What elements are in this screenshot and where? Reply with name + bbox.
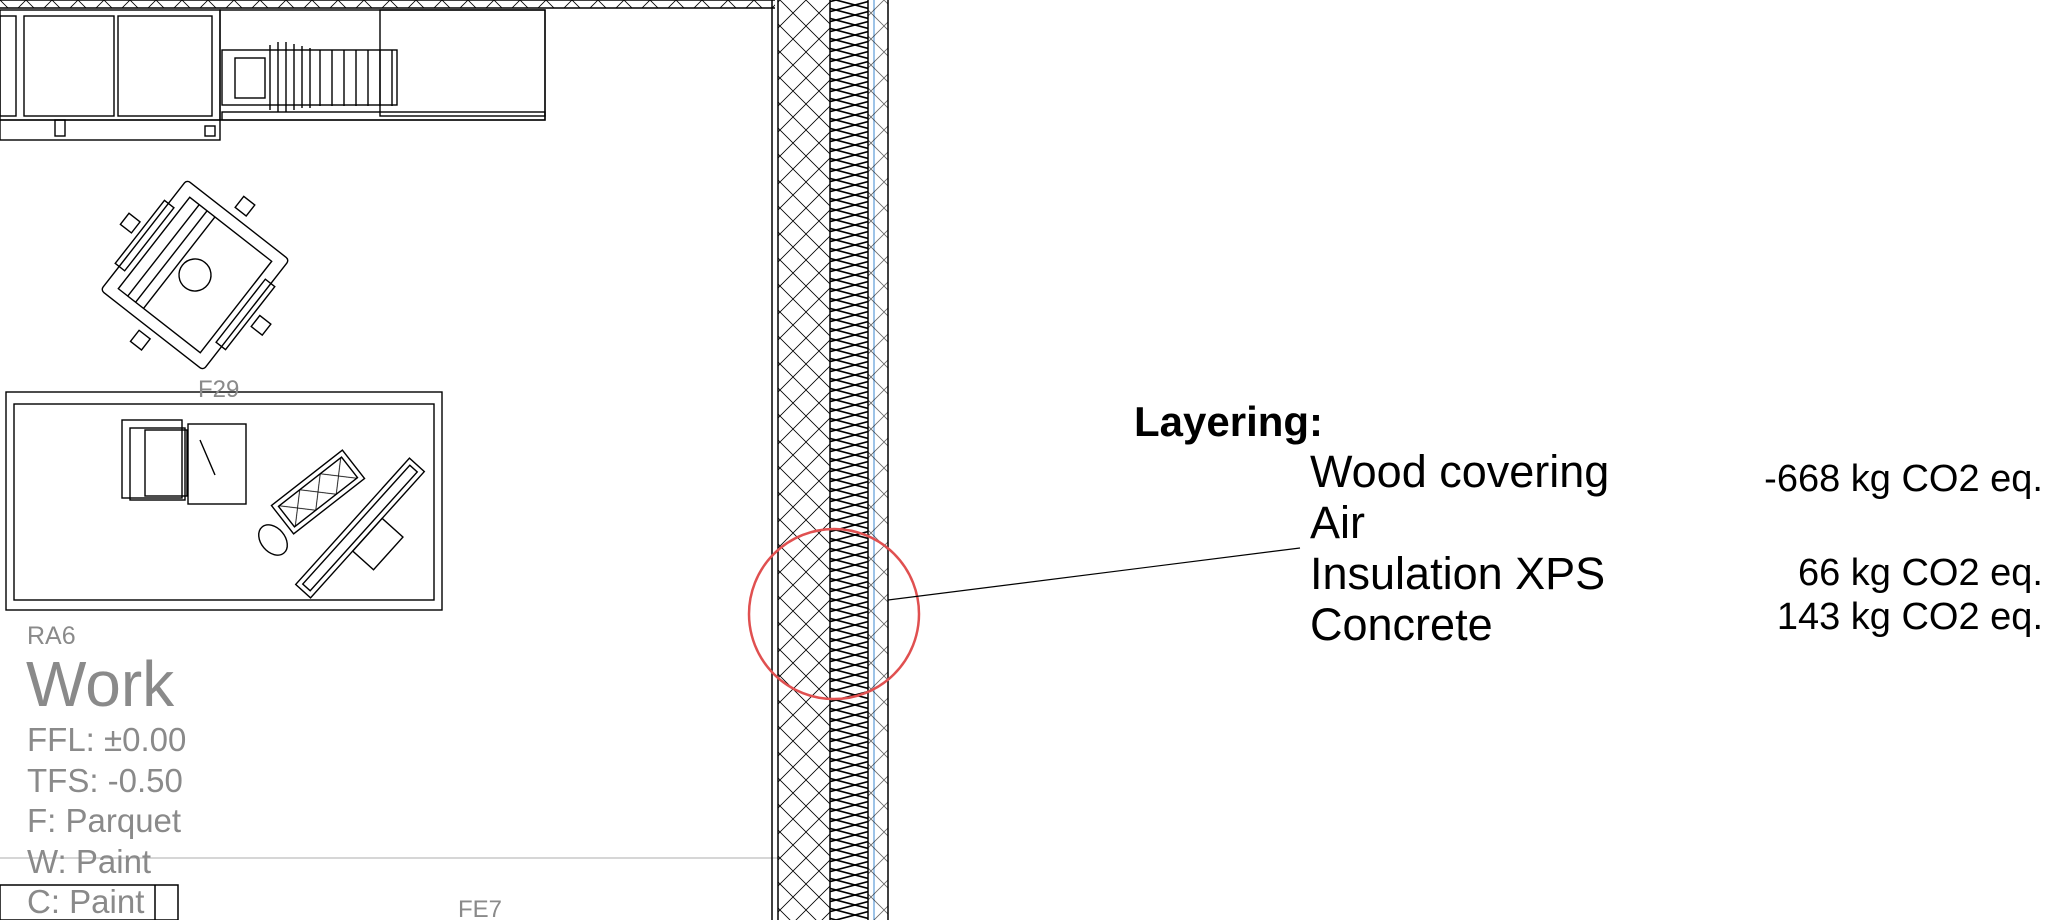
- cabinets: [0, 9, 546, 141]
- top-wall: [0, 0, 775, 9]
- layer-value-wood: -668 kg CO2 eq.: [1764, 458, 2043, 500]
- layer-name-wood: Wood covering: [1310, 446, 1610, 497]
- highlight-circle: [747, 527, 921, 701]
- office-chair: [101, 180, 289, 370]
- rolled-blind: [221, 42, 398, 112]
- room-ceiling: C: Paint: [27, 883, 145, 920]
- desk: [5, 391, 443, 611]
- room-id: RA6: [27, 622, 76, 650]
- window-frame: [0, 884, 179, 920]
- window-tag: FE7: [458, 896, 503, 923]
- room-ffl: FFL: ±0.00: [27, 721, 187, 758]
- exterior-wall: [771, 0, 889, 920]
- layer-name-xps: Insulation XPS: [1310, 548, 1606, 599]
- chair-tag: F29: [198, 376, 240, 403]
- legend-title: Layering:: [1134, 398, 1324, 445]
- layer-name-concrete: Concrete: [1310, 599, 1493, 650]
- room-floor: F: Parquet: [27, 802, 182, 839]
- leader-line: [887, 547, 1301, 601]
- room-tfs: TFS: -0.50: [27, 762, 183, 799]
- room-name: Work: [26, 648, 175, 720]
- room-wall: W: Paint: [27, 843, 152, 880]
- layer-value-xps: 66 kg CO2 eq.: [1797, 552, 2043, 594]
- layer-name-air: Air: [1310, 497, 1365, 548]
- layer-value-concrete: 143 kg CO2 eq.: [1776, 596, 2043, 638]
